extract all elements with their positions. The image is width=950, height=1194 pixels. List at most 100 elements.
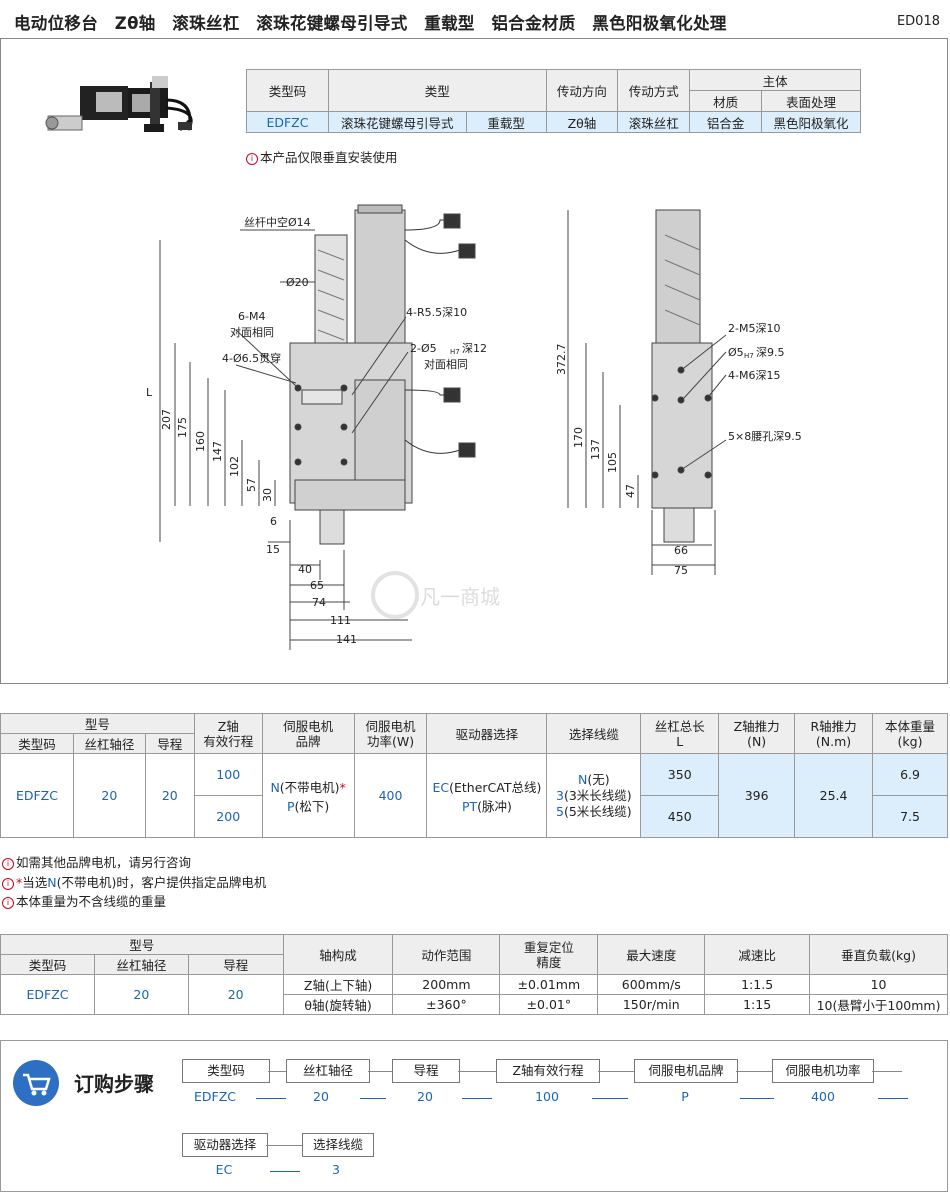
value-connector xyxy=(462,1098,492,1099)
step-type-code: 类型码 xyxy=(182,1059,270,1083)
value-connector xyxy=(878,1098,908,1099)
label-h7-left: H7 xyxy=(450,348,460,356)
spec-header-direction: 传动方向 xyxy=(545,69,619,112)
label-opposite-same-2: 对面相同 xyxy=(424,357,468,371)
value-connector xyxy=(360,1098,386,1099)
perf-speed: 150r/min xyxy=(597,994,706,1015)
cable-3: 3 xyxy=(556,787,564,803)
dim-L: L xyxy=(146,386,153,399)
spec-direction: Zθ轴 xyxy=(545,111,619,133)
perf-repeat: ±0.01mm xyxy=(499,974,599,995)
dim-207: 207 xyxy=(160,409,173,430)
order-steps-title: 订购步骤 xyxy=(74,1072,154,1096)
info-icon: i xyxy=(2,858,14,870)
order-table: 型号 Z轴 有效行程 伺服电机 品牌 伺服电机 功率(W) 驱动器选择 选择线缆… xyxy=(0,713,948,838)
dim-57: 57 xyxy=(245,478,258,492)
product-frame xyxy=(0,38,948,684)
step-value-stroke: 100 xyxy=(535,1089,559,1104)
dim-372-7: 372.7 xyxy=(555,344,568,376)
spec-duty: 重载型 xyxy=(465,111,547,133)
order-header-zforce: Z轴推力 (N) xyxy=(718,713,796,754)
perf-header-dia: 丝杠轴径 xyxy=(93,954,189,975)
order-header-brand: 伺服电机 品牌 xyxy=(261,713,355,754)
label-opposite-same-1: 对面相同 xyxy=(230,325,274,339)
step-connector xyxy=(458,1071,496,1072)
step-connector xyxy=(872,1071,902,1072)
brand-p-text: (松下) xyxy=(294,798,330,814)
order-stroke-200: 200 xyxy=(193,795,263,838)
order-power: 400 xyxy=(353,753,428,838)
note-2-mid: 当选 xyxy=(22,875,48,890)
label-dia20: Ø20 xyxy=(286,276,309,289)
dim-66: 66 xyxy=(674,544,688,557)
perf-load: 10(悬臂小于100mm) xyxy=(809,994,948,1015)
order-header-stroke: Z轴 有效行程 xyxy=(193,713,263,754)
perf-type: EDFZC xyxy=(0,974,95,1015)
order-length-350: 350 xyxy=(640,753,720,796)
order-header-lead: 导程 xyxy=(144,733,195,754)
watermark: 凡一商城 xyxy=(420,585,500,609)
label-hollow-shaft: 丝杆中空Ø14 xyxy=(244,215,311,229)
perf-repeat: ±0.01° xyxy=(499,994,599,1015)
order-driver: EC(EtherCAT总线)PT(脉冲) xyxy=(426,753,548,838)
info-icon: i xyxy=(2,878,14,890)
label-4-m6: 4-M6深15 xyxy=(728,369,780,382)
step-connector xyxy=(368,1071,392,1072)
perf-header-range: 动作范围 xyxy=(392,934,501,975)
spec-header-material: 材质 xyxy=(689,90,763,112)
note-2-blue: N xyxy=(47,875,57,890)
note-3-text: 本体重量为不含线缆的重量 xyxy=(16,894,167,909)
order-header-weight: 本体重量 (kg) xyxy=(872,713,948,754)
brand-n: N xyxy=(270,779,280,795)
label-slot: 5×8腰孔深9.5 xyxy=(728,430,802,443)
step-power: 伺服电机功率 xyxy=(772,1059,874,1083)
order-header-power: 伺服电机 功率(W) xyxy=(353,713,428,754)
label-2-dia5: 2-Ø5 xyxy=(410,342,437,355)
order-stroke-100: 100 xyxy=(193,753,263,796)
perf-range: 200mm xyxy=(392,974,501,995)
spec-header-body: 主体 xyxy=(689,69,861,91)
dim-30: 30 xyxy=(261,488,274,502)
value-connector xyxy=(740,1098,774,1099)
dim-137: 137 xyxy=(589,439,602,460)
perf-header-axis: 轴构成 xyxy=(282,934,394,975)
order-type: EDFZC xyxy=(0,753,74,838)
dim-170: 170 xyxy=(572,427,585,448)
order-header-type: 类型码 xyxy=(0,733,74,754)
dim-40: 40 xyxy=(298,563,312,576)
cable-5-text: (5米长线缆) xyxy=(563,803,632,819)
dim-74: 74 xyxy=(312,596,326,609)
spec-type-code: EDFZC xyxy=(246,111,329,133)
driver-pt-text: (脉冲) xyxy=(477,798,512,814)
step-stroke: Z轴有效行程 xyxy=(496,1059,600,1083)
perf-load: 10 xyxy=(809,974,948,995)
perf-table: 型号 轴构成 动作范围 重复定位 精度 最大速度 减速比 垂直负载(kg) 类型… xyxy=(0,934,948,1015)
step-value-dia: 20 xyxy=(313,1089,329,1104)
install-note-text: 本产品仅限垂直安装使用 xyxy=(260,150,398,165)
spec-header-surface: 表面处理 xyxy=(761,90,861,112)
product-photo xyxy=(45,76,193,132)
dim-6: 6 xyxy=(270,515,277,528)
perf-header-load: 垂直负载(kg) xyxy=(809,934,948,975)
perf-ratio: 1:15 xyxy=(704,994,811,1015)
note-1-text: 如需其他品牌电机，请另行咨询 xyxy=(16,855,192,870)
order-weight-1: 6.9 xyxy=(872,753,948,796)
cable-3-text: (3米长线缆) xyxy=(563,787,632,803)
dim-47: 47 xyxy=(624,484,637,498)
order-zforce: 396 xyxy=(718,753,796,838)
spec-header-type-code: 类型码 xyxy=(246,69,329,112)
label-4-r5-5: 4-R5.5深10 xyxy=(406,306,467,319)
order-rforce: 25.4 xyxy=(794,753,874,838)
step-value-type: EDFZC xyxy=(193,1089,236,1104)
dim-160: 160 xyxy=(194,431,207,452)
perf-axis: Z轴(上下轴) xyxy=(282,974,394,995)
step-dia: 丝杠轴径 xyxy=(286,1059,370,1083)
perf-lead: 20 xyxy=(187,974,284,1015)
cable-n: N xyxy=(578,771,588,787)
spec-drive: 滚珠丝杠 xyxy=(617,111,691,133)
order-weight-2: 7.5 xyxy=(872,795,948,838)
brand-star: * xyxy=(339,779,346,795)
label-depth9-5: 深9.5 xyxy=(756,346,785,359)
